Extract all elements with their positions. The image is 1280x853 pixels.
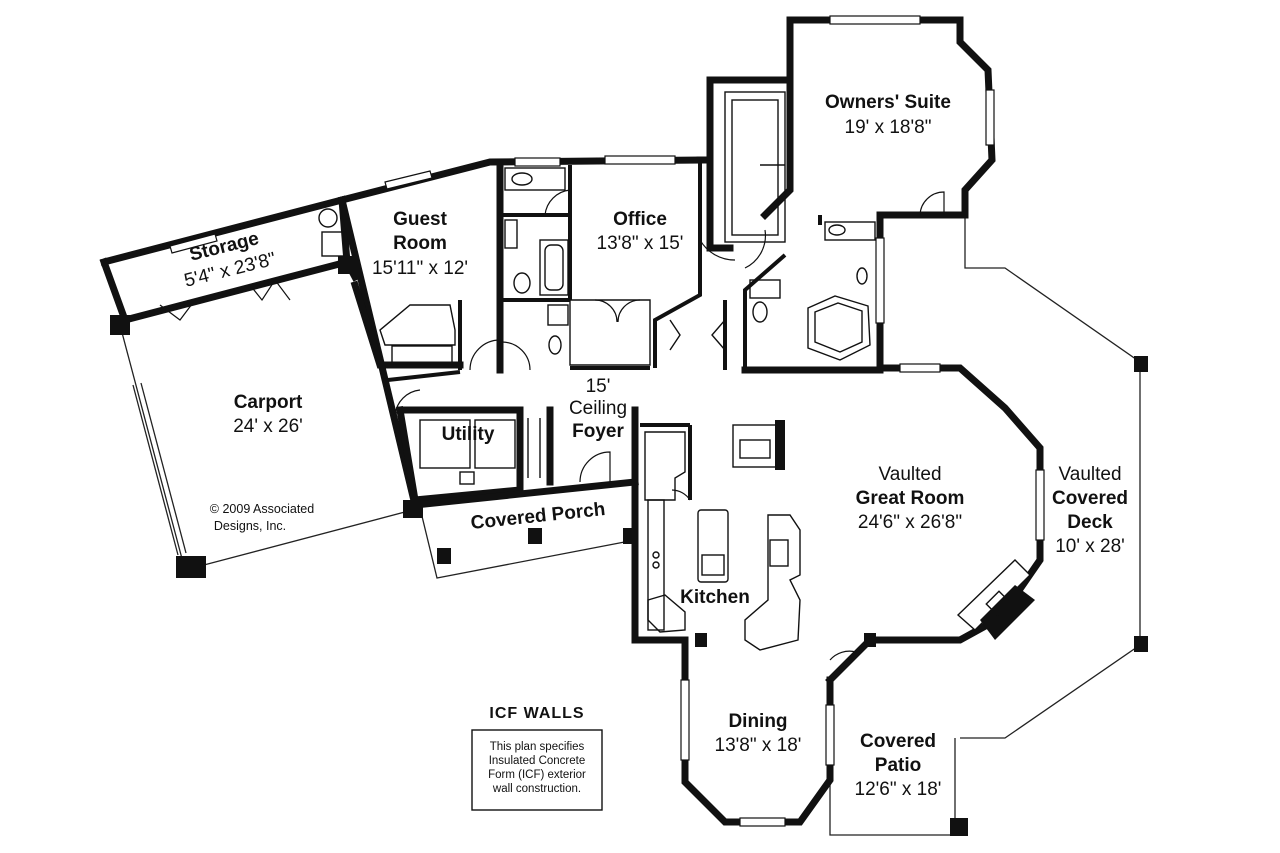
icf-line4: wall construction. bbox=[492, 783, 581, 795]
covered-deck-size: 10' x 28' bbox=[1055, 536, 1125, 557]
room-labels: Owners' Suite 19' x 18'8" Office 13'8" x… bbox=[182, 92, 1128, 800]
dining-name: Dining bbox=[728, 711, 787, 732]
icf-note-box bbox=[471, 729, 603, 811]
covered-patio-line2: Patio bbox=[875, 755, 921, 776]
post bbox=[1134, 356, 1148, 372]
icf-line2: Insulated Concrete bbox=[489, 755, 586, 767]
covered-patio-line1: Covered bbox=[860, 731, 936, 752]
post bbox=[176, 556, 206, 578]
doors bbox=[159, 189, 945, 661]
owners-suite-size: 19' x 18'8" bbox=[845, 117, 932, 138]
covered-deck-line2: Covered bbox=[1052, 488, 1128, 509]
post bbox=[528, 528, 542, 544]
guest-room-name-line2: Room bbox=[393, 233, 447, 254]
kitchen-name: Kitchen bbox=[680, 587, 750, 608]
foyer-line2: Ceiling bbox=[569, 398, 627, 419]
dining-size: 13'8" x 18' bbox=[715, 735, 802, 756]
fixtures bbox=[318, 91, 1035, 651]
post bbox=[338, 256, 356, 274]
great-room-line2: Great Room bbox=[856, 488, 965, 509]
interior-walls bbox=[387, 160, 822, 500]
owners-suite-name: Owners' Suite bbox=[825, 92, 951, 113]
covered-deck-line3: Deck bbox=[1067, 512, 1113, 533]
icf-line1: This plan specifies bbox=[490, 741, 585, 753]
covered-deck-line1: Vaulted bbox=[1058, 464, 1121, 485]
posts bbox=[110, 256, 1148, 836]
office-name: Office bbox=[613, 209, 667, 230]
great-room-size: 24'6" x 26'8" bbox=[858, 512, 962, 533]
covered-porch-outline bbox=[419, 507, 636, 579]
covered-patio-size: 12'6" x 18' bbox=[855, 779, 942, 800]
exterior-walls bbox=[99, 16, 1044, 826]
post bbox=[110, 315, 130, 335]
post bbox=[695, 633, 707, 647]
copyright-line1: © 2009 Associated bbox=[210, 502, 314, 516]
great-room-line1: Vaulted bbox=[878, 464, 941, 485]
carport-size: 24' x 26' bbox=[233, 416, 303, 437]
carport-name: Carport bbox=[234, 392, 303, 413]
utility-name: Utility bbox=[442, 424, 495, 445]
foyer-line1: 15' bbox=[586, 376, 611, 397]
carport-outline bbox=[119, 324, 421, 571]
post bbox=[437, 548, 451, 564]
windows bbox=[169, 15, 1045, 827]
post bbox=[403, 500, 423, 518]
icf-note bbox=[471, 729, 603, 811]
icf-line3: Form (ICF) exterior bbox=[488, 769, 586, 781]
copyright-line2: Designs, Inc. bbox=[214, 519, 286, 533]
post bbox=[864, 633, 876, 647]
icf-heading: ICF WALLS bbox=[489, 705, 584, 722]
post bbox=[950, 818, 968, 836]
guest-room-name-line1: Guest bbox=[393, 209, 448, 230]
office-size: 13'8" x 15' bbox=[597, 233, 684, 254]
foyer-line3: Foyer bbox=[572, 421, 624, 442]
post bbox=[1134, 636, 1148, 652]
guest-room-size: 15'11" x 12' bbox=[372, 258, 468, 279]
post bbox=[623, 528, 637, 544]
